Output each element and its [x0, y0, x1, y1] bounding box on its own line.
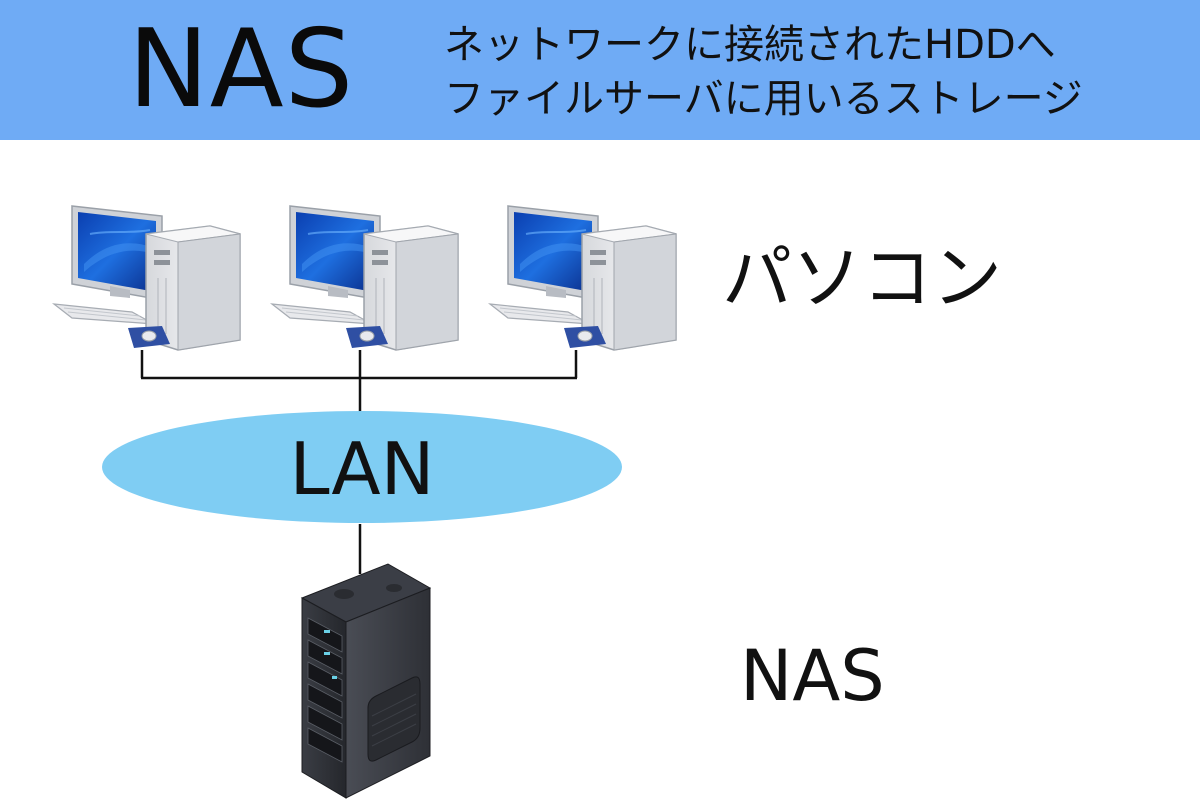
nas-server-icon — [300, 563, 432, 799]
nas-label: NAS — [740, 635, 885, 717]
page-title: NAS — [128, 7, 355, 132]
desktop-computer-icon — [489, 205, 677, 351]
pc-1 — [53, 205, 241, 351]
desktop-computer-icon — [53, 205, 241, 351]
desktop-computer-icon — [271, 205, 459, 351]
pc-label: パソコン — [722, 237, 1002, 319]
connection-lines — [140, 350, 578, 574]
lan-label: LAN — [290, 427, 435, 511]
subtitle-line-2: ファイルサーバに用いるストレージ — [444, 76, 1083, 122]
lan-ellipse — [102, 411, 622, 523]
subtitle-line-1: ネットワークに接続されたHDDへ — [444, 22, 1056, 68]
header-banner: NAS ネットワークに接続されたHDDへ ファイルサーバに用いるストレージ — [0, 0, 1200, 140]
pc-2 — [271, 205, 459, 351]
pc-3 — [489, 205, 677, 351]
header-subtitle: ネットワークに接続されたHDDへ ファイルサーバに用いるストレージ — [444, 18, 1184, 126]
